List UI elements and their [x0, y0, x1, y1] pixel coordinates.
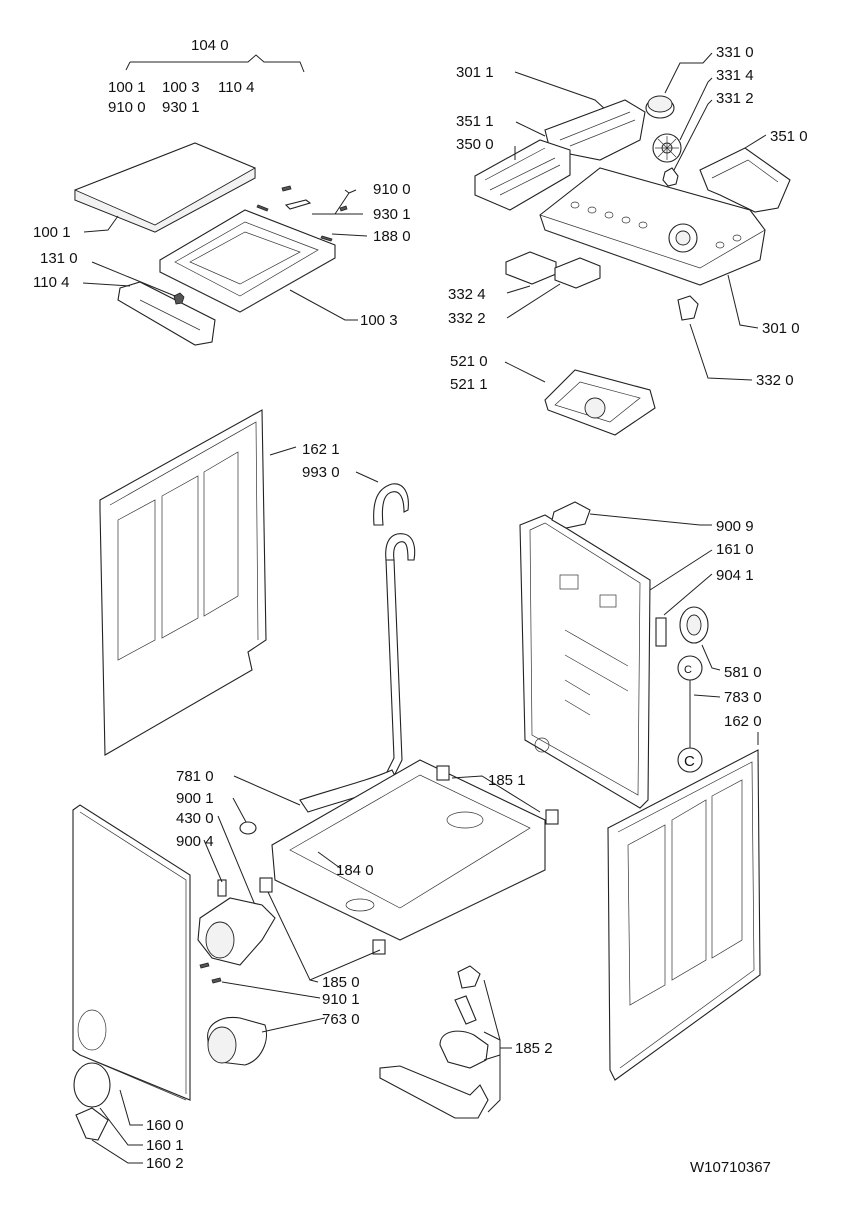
label-430-0: 430 0	[176, 810, 214, 827]
drain-hose	[299, 471, 416, 813]
label-351-1: 351 1	[456, 113, 494, 130]
label-162-0: 162 0	[724, 713, 762, 730]
label-332-0: 332 0	[756, 372, 794, 389]
label-100-3: 100 3	[360, 312, 398, 329]
pump-assembly	[197, 775, 326, 1066]
label-110-4-top: 110 4	[218, 79, 254, 96]
label-185-1: 185 1	[488, 772, 526, 789]
label-331-4: 331 4	[716, 67, 754, 84]
label-331-2: 331 2	[716, 90, 754, 107]
label-301-0: 301 0	[762, 320, 800, 337]
right-side-panel	[607, 732, 761, 1081]
label-160-0: 160 0	[146, 1117, 184, 1134]
label-910-0: 910 0	[373, 181, 411, 198]
label-930-1-top: 930 1	[162, 99, 200, 116]
label-160-2: 160 2	[146, 1155, 184, 1172]
label-131-0: 131 0	[40, 250, 78, 267]
label-900-9: 900 9	[716, 518, 754, 535]
label-900-4: 900 4	[176, 833, 214, 850]
label-521-1: 521 1	[450, 376, 488, 393]
label-332-2: 332 2	[448, 310, 486, 327]
label-783-0: 783 0	[724, 689, 762, 706]
marker-c-top: C	[684, 664, 692, 676]
label-301-1: 301 1	[456, 64, 494, 81]
label-763-0: 763 0	[322, 1011, 360, 1028]
label-100-3-top: 100 3	[162, 79, 200, 96]
label-351-0: 351 0	[770, 128, 808, 145]
left-side-panel	[99, 409, 297, 756]
label-184-0: 184 0	[336, 862, 374, 879]
label-188-0: 188 0	[373, 228, 411, 245]
front-panel	[72, 804, 191, 1164]
display-panel	[474, 139, 571, 211]
label-930-1: 930 1	[373, 206, 411, 223]
label-331-0: 331 0	[716, 44, 754, 61]
label-162-1: 162 1	[302, 441, 340, 458]
label-900-1: 900 1	[176, 790, 214, 807]
label-910-1: 910 1	[322, 991, 360, 1008]
label-581-0: 581 0	[724, 664, 762, 681]
leveling-assembly	[379, 965, 512, 1119]
label-521-0: 521 0	[450, 353, 488, 370]
drawing-number: W10710367	[690, 1159, 771, 1176]
label-160-1: 160 1	[146, 1137, 184, 1154]
label-904-1: 904 1	[716, 567, 754, 584]
label-993-0: 993 0	[302, 464, 340, 481]
label-185-2: 185 2	[515, 1040, 553, 1057]
callout-labels: 104 0 100 1 100 3 110 4 910 0 930 1 910 …	[33, 37, 808, 1176]
label-350-0: 350 0	[456, 136, 494, 153]
base-assembly	[259, 759, 559, 983]
lid-assembly	[74, 54, 368, 346]
label-185-0: 185 0	[322, 974, 360, 991]
label-161-0: 161 0	[716, 541, 754, 558]
label-110-4: 110 4	[33, 274, 69, 291]
marker-c-bottom: C	[684, 753, 695, 770]
label-100-1-top: 100 1	[108, 79, 146, 96]
label-781-0: 781 0	[176, 768, 214, 785]
control-panel-assembly	[474, 52, 791, 436]
label-104-0: 104 0	[191, 37, 229, 54]
label-910-0-top: 910 0	[108, 99, 146, 116]
label-100-1: 100 1	[33, 224, 71, 241]
label-332-4: 332 4	[448, 286, 486, 303]
top-frame-part	[159, 209, 336, 313]
rear-panel	[519, 501, 721, 809]
